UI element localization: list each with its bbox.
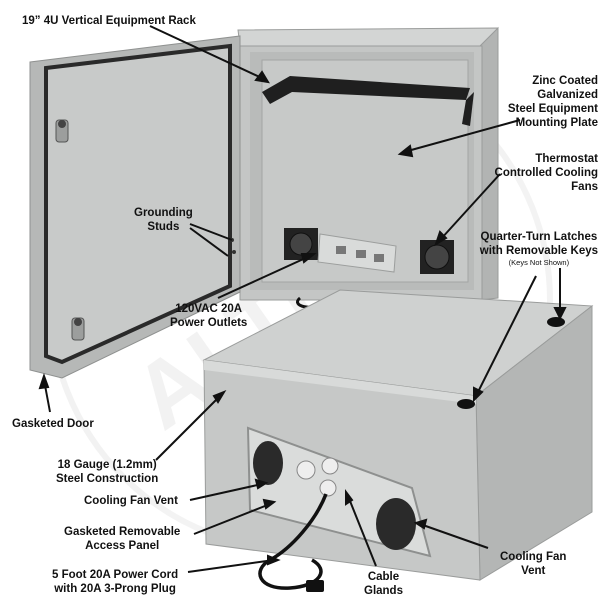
label-access-panel: Gasketed Removable Access Panel [64, 525, 180, 553]
label-mounting-plate: Zinc Coated Galvanized Steel Equipment M… [508, 74, 598, 130]
label-latches-note: (Keys Not Shown) [508, 258, 570, 267]
outlet-box [317, 233, 397, 273]
right-vent [376, 498, 416, 550]
latch-top-right [547, 317, 565, 327]
label-cooling-fan-vent-right: Cooling Fan Vent [500, 550, 566, 578]
label-cable-glands-line2: Glands [364, 585, 403, 597]
label-quarter-turn-latches: Quarter-Turn Latches with Removable Keys… [480, 230, 598, 267]
label-steel-line1: 18 Gauge (1.2mm) [57, 459, 157, 471]
label-power-outlets: 120VAC 20A Power Outlets [170, 302, 247, 330]
label-access-panel-line2: Access Panel [85, 540, 160, 552]
latch-top-left [457, 399, 475, 409]
label-outlets-line1: 120VAC 20A [175, 303, 243, 315]
label-cooling-fan-vent-left: Cooling Fan Vent [84, 495, 178, 507]
left-vent [253, 441, 283, 485]
label-mounting-plate-line3: Steel Equipment [507, 103, 598, 115]
label-power-cord-line1: 5 Foot 20A Power Cord [52, 569, 179, 581]
label-mounting-plate-line4: Mounting Plate [515, 117, 598, 129]
label-thermostat-line2: Controlled Cooling [494, 167, 598, 179]
label-cable-glands-line1: Cable [367, 571, 400, 583]
label-cable-glands: Cable Glands [364, 570, 403, 598]
label-gasketed-door: Gasketed Door [12, 418, 94, 430]
label-power-cord-line2: with 20A 3-Prong Plug [54, 583, 176, 595]
label-thermostat-line3: Fans [571, 181, 598, 193]
power-cord [258, 493, 328, 590]
closed-enclosure [202, 289, 594, 592]
label-fan-vent-right-line2: Vent [521, 565, 546, 577]
label-access-panel-line1: Gasketed Removable [64, 526, 181, 538]
label-mounting-plate-line1: Zinc Coated [532, 75, 598, 87]
label-latches-line1: Quarter-Turn Latches [480, 231, 598, 243]
label-grounding-line2: Studs [147, 221, 180, 233]
cable-glands [296, 457, 339, 497]
label-thermostat-fans: Thermostat Controlled Cooling Fans [495, 152, 598, 194]
right-fan [420, 240, 454, 274]
label-outlets-line2: Power Outlets [170, 317, 248, 329]
label-steel-line2: Steel Construction [56, 473, 159, 485]
label-grounding-studs: Grounding Studs [134, 206, 193, 234]
label-thermostat-line1: Thermostat [535, 153, 598, 165]
label-mounting-plate-line2: Galvanized [537, 89, 598, 101]
open-cabinet [237, 26, 499, 309]
label-fan-vent-right-line1: Cooling Fan [500, 551, 567, 563]
equipment-rack [262, 76, 474, 126]
callout-arrows [38, 25, 567, 573]
label-power-cord: 5 Foot 20A Power Cord with 20A 3-Prong P… [52, 568, 178, 596]
label-steel-construction: 18 Gauge (1.2mm) Steel Construction [56, 458, 158, 486]
label-latches-line2: with Removable Keys [479, 245, 598, 257]
label-rack: 19” 4U Vertical Equipment Rack [22, 15, 196, 27]
cabinet-door [29, 35, 241, 379]
label-grounding-line1: Grounding [134, 207, 193, 219]
